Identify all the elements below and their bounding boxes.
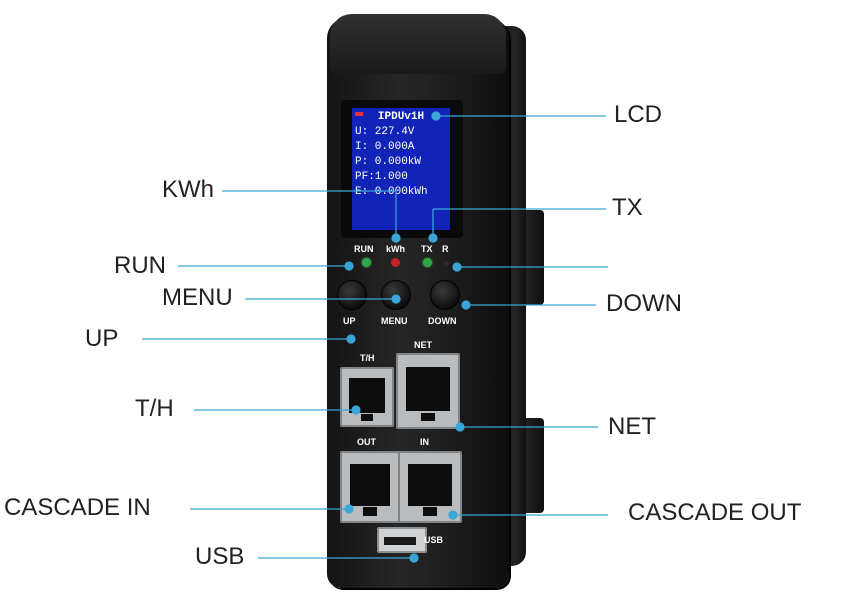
leader-dot-tx bbox=[428, 233, 438, 243]
cascade-out-port[interactable] bbox=[398, 451, 462, 523]
callout-cascade-out: CASCADE OUT bbox=[628, 499, 802, 526]
down-button[interactable] bbox=[430, 280, 460, 310]
leader-dot-net bbox=[455, 422, 465, 432]
leader-dot-menu bbox=[391, 294, 401, 304]
lcd-screen: IPDUv1H U: 227.4V I: 0.000A P: 0.000kW P… bbox=[352, 108, 450, 230]
out-port-label: OUT bbox=[357, 437, 376, 447]
lcd-line-energy: E: 0.000kWh bbox=[355, 186, 428, 198]
callout-down: DOWN bbox=[606, 290, 682, 317]
cascade-out-socket bbox=[408, 463, 452, 507]
callout-usb: USB bbox=[195, 543, 245, 570]
callout-th: T/H bbox=[135, 395, 174, 422]
lcd-line-current: I: 0.000A bbox=[355, 141, 415, 153]
callout-up: UP bbox=[85, 325, 119, 352]
leader-dot-run bbox=[344, 261, 354, 271]
lcd-title: IPDUv1H bbox=[377, 111, 425, 123]
run-led-label: RUN bbox=[354, 244, 374, 254]
battery-icon bbox=[355, 112, 363, 116]
leader-dot-th bbox=[351, 405, 361, 415]
leader-dot-lcd bbox=[431, 111, 441, 121]
reset-label: R bbox=[442, 244, 449, 254]
cascade-in-tab bbox=[363, 507, 377, 516]
run-led bbox=[362, 258, 371, 267]
callout-kwh: KWh bbox=[162, 176, 215, 203]
device-top-cap bbox=[330, 14, 506, 74]
th-port-tab bbox=[361, 413, 373, 421]
th-port-label: T/H bbox=[360, 353, 375, 363]
net-port[interactable] bbox=[396, 353, 460, 429]
down-button-label: DOWN bbox=[428, 316, 457, 326]
lcd-line-power: P: 0.000kW bbox=[355, 156, 422, 168]
up-button[interactable] bbox=[337, 280, 367, 310]
leader-dot-kwh bbox=[391, 233, 401, 243]
cascade-in-socket bbox=[349, 463, 391, 507]
leader-dot-down bbox=[461, 300, 471, 310]
kwh-led-label: kWh bbox=[386, 244, 405, 254]
callout-lcd: LCD bbox=[614, 101, 663, 128]
reset-pinhole[interactable] bbox=[444, 261, 449, 266]
leader-dot-cascade-out bbox=[448, 510, 458, 520]
callout-run: RUN bbox=[114, 252, 166, 279]
callout-cascade-in: CASCADE IN bbox=[4, 494, 151, 521]
leader-dot-usb bbox=[409, 553, 419, 563]
menu-button-label: MENU bbox=[381, 316, 408, 326]
net-port-label: NET bbox=[414, 340, 432, 350]
usb-port[interactable] bbox=[377, 527, 427, 553]
leader-dot-up bbox=[346, 334, 356, 344]
up-button-label: UP bbox=[343, 316, 356, 326]
leader-dot-cascade-in bbox=[344, 504, 354, 514]
tx-led bbox=[423, 258, 432, 267]
callout-net: NET bbox=[608, 413, 656, 440]
callout-tx: TX bbox=[612, 194, 643, 221]
lcd-line-power-factor: PF:1.000 bbox=[355, 171, 408, 183]
net-port-socket bbox=[406, 366, 450, 412]
tx-led-label: TX bbox=[421, 244, 433, 254]
leader-dot-reset bbox=[452, 262, 462, 272]
net-port-tab bbox=[420, 412, 436, 422]
lcd-line-voltage: U: 227.4V bbox=[355, 126, 415, 138]
kwh-led bbox=[391, 258, 400, 267]
in-port-label: IN bbox=[420, 437, 429, 447]
usb-port-socket bbox=[384, 537, 416, 545]
callout-menu: MENU bbox=[162, 284, 233, 311]
cascade-out-tab bbox=[422, 507, 438, 516]
usb-port-label: USB bbox=[424, 535, 444, 545]
